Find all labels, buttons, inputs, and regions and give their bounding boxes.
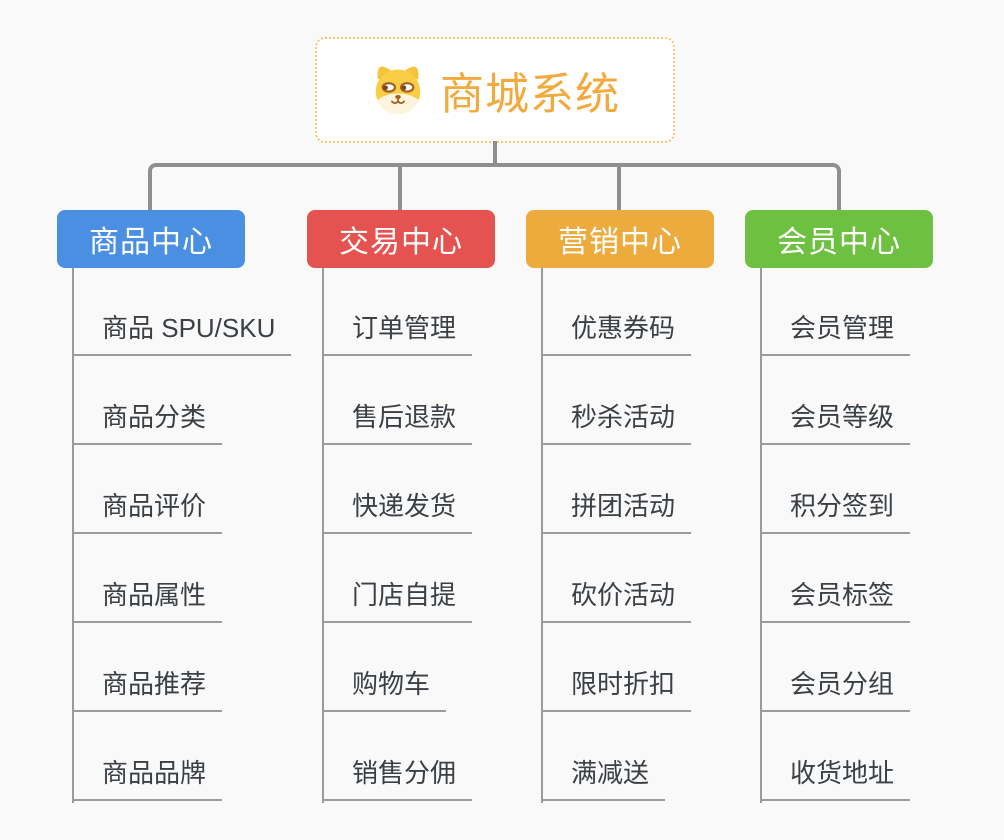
leaf-node[interactable]: 拼团活动: [541, 488, 692, 534]
leaf-node[interactable]: 砍价活动: [541, 577, 692, 623]
branch-node-product-center[interactable]: 商品中心: [57, 210, 245, 268]
spine-trade-center: [322, 268, 324, 803]
leaf-node[interactable]: 门店自提: [322, 577, 473, 623]
root-title: 商城系统: [440, 70, 620, 119]
spine-product-center: [72, 268, 74, 803]
branch-label: 营销中心: [558, 226, 682, 259]
branch-label: 商品中心: [89, 226, 213, 259]
leaf-node[interactable]: 会员分组: [760, 666, 911, 712]
spine-marketing-center: [541, 268, 543, 803]
leaf-node[interactable]: 满减送: [541, 755, 666, 801]
dog-face-icon: [375, 66, 421, 115]
branch-node-member-center[interactable]: 会员中心: [745, 210, 933, 268]
branch-node-marketing-center[interactable]: 营销中心: [526, 210, 714, 268]
branch-label: 交易中心: [339, 226, 463, 259]
connector-drop-trade: [398, 163, 402, 210]
leaf-node[interactable]: 积分签到: [760, 488, 911, 534]
connector-drop-marketing: [617, 163, 621, 210]
leaf-node[interactable]: 会员标签: [760, 577, 911, 623]
leaf-node[interactable]: 商品品牌: [72, 755, 223, 801]
spine-member-center: [760, 268, 762, 803]
leaf-node[interactable]: 秒杀活动: [541, 399, 692, 445]
leaf-node[interactable]: 商品评价: [72, 488, 223, 534]
connector-bus: [400, 163, 619, 167]
leaf-node[interactable]: 会员管理: [760, 310, 911, 356]
branch-node-trade-center[interactable]: 交易中心: [307, 210, 495, 268]
leaf-node[interactable]: 优惠券码: [541, 310, 692, 356]
connector-elbow-right: [617, 163, 841, 210]
leaf-node[interactable]: 商品推荐: [72, 666, 223, 712]
root-node[interactable]: 商城系统: [315, 37, 675, 143]
leaf-node[interactable]: 快递发货: [322, 488, 473, 534]
leaf-node[interactable]: 会员等级: [760, 399, 911, 445]
leaf-node[interactable]: 收货地址: [760, 755, 911, 801]
connector-root-stub: [493, 141, 497, 167]
leaf-node[interactable]: 购物车: [322, 666, 447, 712]
connector-elbow-left: [148, 163, 402, 210]
leaf-node[interactable]: 商品 SPU/SKU: [72, 310, 292, 356]
leaf-node[interactable]: 售后退款: [322, 399, 473, 445]
leaf-node[interactable]: 销售分佣: [322, 755, 473, 801]
leaf-node[interactable]: 商品分类: [72, 399, 223, 445]
leaf-node[interactable]: 限时折扣: [541, 666, 692, 712]
leaf-node[interactable]: 商品属性: [72, 577, 223, 623]
leaf-node[interactable]: 订单管理: [322, 310, 473, 356]
branch-label: 会员中心: [777, 226, 901, 259]
